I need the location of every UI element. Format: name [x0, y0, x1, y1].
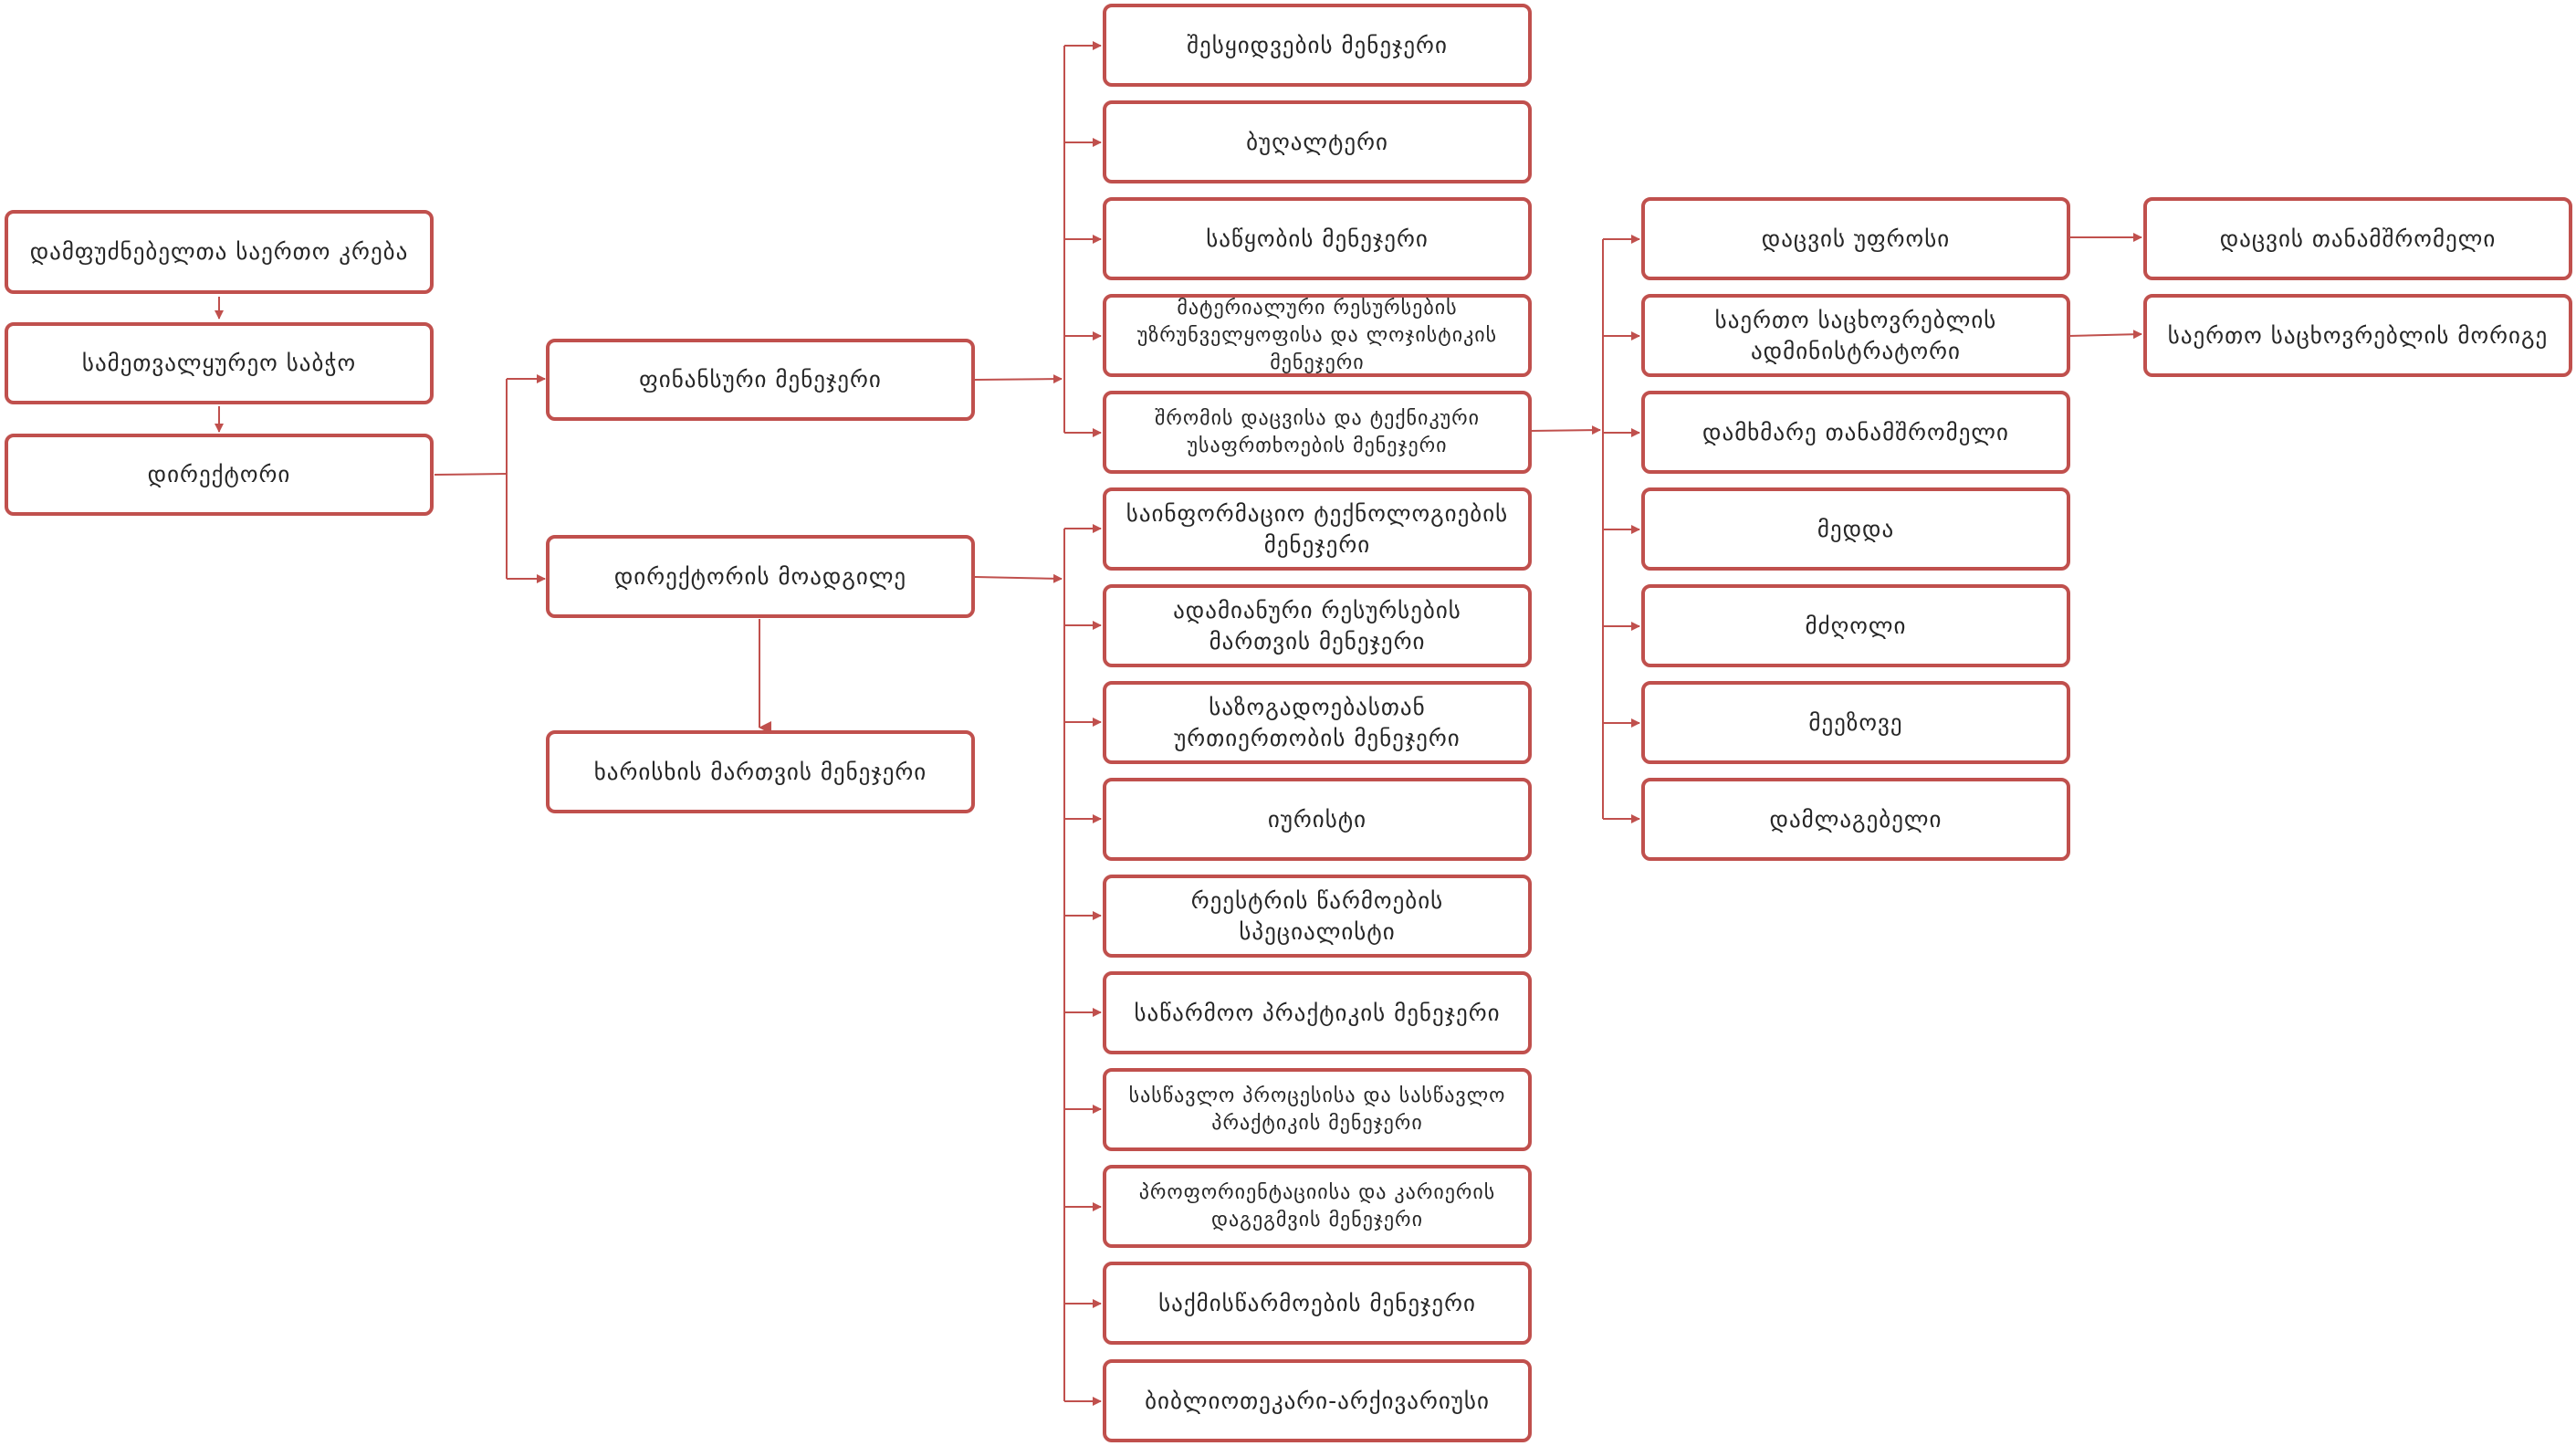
- edge-director-bus: [434, 473, 508, 476]
- node-logistics-manager: მატერიალური რესურსების უზრუნველყოფისა და…: [1103, 294, 1532, 377]
- node-cleaner: დამლაგებელი: [1641, 778, 2070, 861]
- node-director: დირექტორი: [5, 434, 434, 516]
- node-procurement-manager: შესყიდვების მენეჯერი: [1103, 4, 1532, 87]
- node-librarian: ბიბლიოთეკარი-არქივარიუსი: [1103, 1359, 1532, 1442]
- node-nurse: მედდა: [1641, 487, 2070, 571]
- node-career-manager: პროფორიენტაციისა და კარიერის დაგეგმვის მ…: [1103, 1165, 1532, 1248]
- node-driver: მძღოლი: [1641, 584, 2070, 667]
- node-accountant: ბუღალტერი: [1103, 100, 1532, 183]
- node-council: სამეთვალყურეო საბჭო: [5, 322, 434, 404]
- node-hr-manager: ადამიანური რესურსების მართვის მენეჯერი: [1103, 584, 1532, 667]
- edge-dorm-admin-attendant: [2068, 330, 2142, 340]
- node-finance-manager: ფინანსური მენეჯერი: [546, 339, 975, 421]
- node-shareholders: დამფუძნებელთა საერთო კრება: [5, 210, 434, 294]
- node-lawyer: იურისტი: [1103, 778, 1532, 861]
- node-records-manager: საქმისწარმოების მენეჯერი: [1103, 1262, 1532, 1345]
- node-it-manager: საინფორმაციო ტექნოლოგიების მენეჯერი: [1103, 487, 1532, 571]
- node-safety-manager: შრომის დაცვისა და ტექნიკური უსაფრთხოების…: [1103, 391, 1532, 474]
- node-registry-specialist: რეესტრის წარმოების სპეციალისტი: [1103, 875, 1532, 958]
- node-dorm-attendant: საერთო საცხოვრებლის მორიგე: [2143, 294, 2572, 377]
- edge-finance-bus: [974, 374, 1063, 384]
- node-dorm-admin: საერთო საცხოვრებლის ადმინისტრატორი: [1641, 294, 2070, 377]
- node-security-staff: დაცვის თანამშრომელი: [2143, 197, 2572, 280]
- node-practice-manager: საწარმოო პრაქტიკის მენეჯერი: [1103, 971, 1532, 1054]
- node-gardener: მეეზოვე: [1641, 681, 2070, 764]
- edge-safety-bus: [1529, 425, 1601, 435]
- node-warehouse-manager: საწყობის მენეჯერი: [1103, 197, 1532, 280]
- edge-deputy-bus: [974, 573, 1063, 583]
- node-learning-process-manager: სასწავლო პროცესისა და სასწავლო პრაქტიკის…: [1103, 1068, 1532, 1151]
- node-pr-manager: საზოგადოებასთან ურთიერთობის მენეჯერი: [1103, 681, 1532, 764]
- node-assistant: დამხმარე თანამშრომელი: [1641, 391, 2070, 474]
- node-deputy-director: დირექტორის მოადგილე: [546, 535, 975, 618]
- node-security-chief: დაცვის უფროსი: [1641, 197, 2070, 280]
- node-quality-manager: ხარისხის მართვის მენეჯერი: [546, 730, 975, 813]
